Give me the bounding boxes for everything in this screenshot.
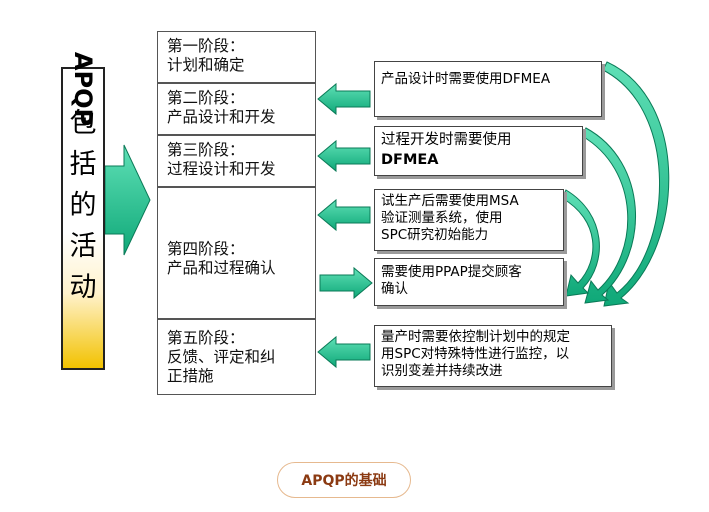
stage-4-box: 第四阶段： 产品和过程确认 xyxy=(157,187,316,319)
stage-1-box: 第一阶段： 计划和确定 xyxy=(157,31,316,83)
stage-label: 第四阶段： xyxy=(167,240,245,258)
stage-desc: 计划和确定 xyxy=(167,56,245,74)
title-char: 动 xyxy=(69,272,97,303)
stage-3-box: 第三阶段： 过程设计和开发 xyxy=(157,135,316,187)
apqp-title-box: APQP 包 括 的 活 动 xyxy=(61,52,105,370)
arrow-callout-2-to-stage-3 xyxy=(317,139,371,173)
curved-arrow-outer xyxy=(602,61,670,307)
arrow-stage-4-to-callout-4 xyxy=(319,266,373,300)
caption-text: APQP的基础 xyxy=(301,473,387,489)
callout-text: 用SPC对特殊特性进行监控，以 xyxy=(381,346,570,362)
title-latin: APQP xyxy=(69,51,97,127)
callout-control-plan: 量产时需要依控制计划中的规定 用SPC对特殊特性进行监控，以 识别变差并持续改进 xyxy=(374,325,612,387)
title-char: 的 xyxy=(69,190,97,221)
callout-dfmea-process: 过程开发时需要使用 DFMEA xyxy=(374,126,583,176)
stage-label: 第一阶段： xyxy=(167,37,245,55)
curved-arrow-inner xyxy=(561,189,600,297)
title-char: 活 xyxy=(69,231,97,262)
stage-desc: 过程设计和开发 xyxy=(167,160,276,178)
stage-desc: 反馈、评定和纠 xyxy=(167,348,276,366)
callout-text: 需要使用PPAP提交顾客 xyxy=(381,264,522,280)
callout-text: 量产时需要依控制计划中的规定 xyxy=(381,329,570,345)
callout-msa-spc: 试生产后需要使用MSA 验证测量系统，使用 SPC研究初始能力 xyxy=(374,189,564,251)
callout-dfmea-design: 产品设计时需要使用DFMEA xyxy=(374,61,602,117)
title-char: 包 xyxy=(69,108,97,139)
stage-2-box: 第二阶段： 产品设计和开发 xyxy=(157,83,316,135)
stage-5-box: 第五阶段： 反馈、评定和纠 正措施 xyxy=(157,319,316,395)
callout-text: SPC研究初始能力 xyxy=(381,227,489,243)
curved-arrow-middle xyxy=(581,127,636,304)
stage-desc: 正措施 xyxy=(167,367,214,385)
callout-text: 产品设计时需要使用DFMEA xyxy=(381,71,551,87)
arrow-callout-5-to-stage-5 xyxy=(317,335,371,369)
callout-text: 试生产后需要使用MSA xyxy=(381,193,519,209)
arrow-callout-1-to-stage-2 xyxy=(317,82,371,116)
stage-desc: 产品设计和开发 xyxy=(167,108,276,126)
callout-text: DFMEA xyxy=(381,152,439,168)
stage-label: 第三阶段： xyxy=(167,141,245,159)
callout-text: 验证测量系统，使用 xyxy=(381,210,503,226)
caption-label: APQP的基础 xyxy=(277,462,411,498)
callout-text: 确认 xyxy=(381,281,408,297)
callout-ppap: 需要使用PPAP提交顾客 确认 xyxy=(374,258,564,306)
callout-text: 识别变差并持续改进 xyxy=(381,363,503,379)
stage-desc: 产品和过程确认 xyxy=(167,259,276,277)
main-arrow xyxy=(104,144,151,256)
callout-text: 过程开发时需要使用 xyxy=(381,132,512,148)
arrow-callout-3-to-stage-4 xyxy=(317,198,371,232)
title-char: 括 xyxy=(69,149,97,180)
stage-label: 第五阶段： xyxy=(167,329,245,347)
stage-label: 第二阶段： xyxy=(167,89,245,107)
